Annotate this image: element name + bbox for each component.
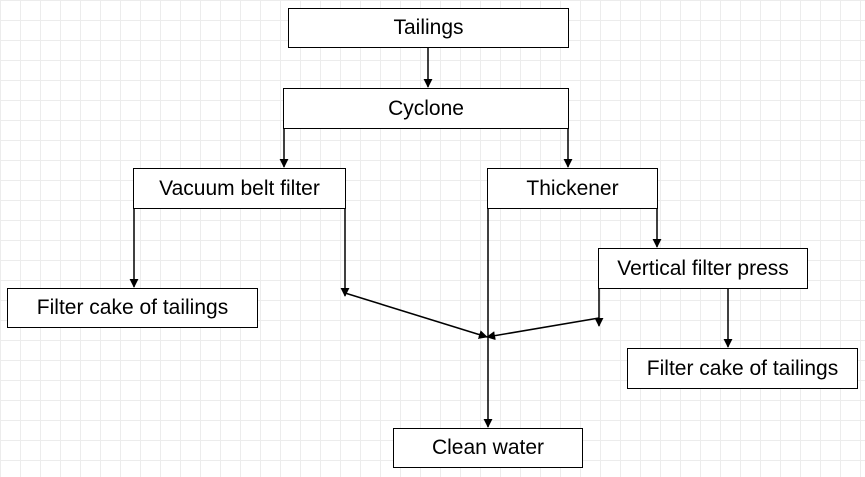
- thickener-box: Thickener: [487, 168, 658, 209]
- arrow-vacuum-belt-filter-to-junction: [344, 292, 488, 339]
- filter-cake-left-box: Filter cake of tailings: [7, 288, 258, 328]
- tailings-box: Tailings: [288, 8, 569, 48]
- filter-cake-right-box: Filter cake of tailings: [627, 348, 858, 389]
- clean-water-box: Clean water: [393, 428, 583, 468]
- cyclone-box: Cyclone: [283, 88, 569, 129]
- vertical-filter-press-box: Vertical filter press: [598, 248, 808, 289]
- vacuum-belt-filter-box: Vacuum belt filter: [133, 168, 346, 209]
- arrow-vertical-filter-press-to-junction: [486, 317, 600, 341]
